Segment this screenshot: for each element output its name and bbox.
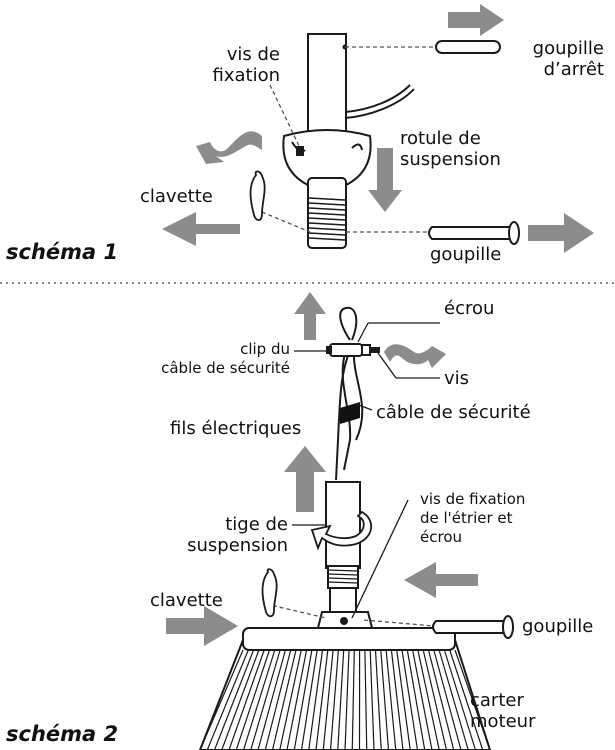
set-screw — [296, 146, 304, 156]
label-stop-pin-line2: d’arrêt — [543, 59, 604, 80]
stop-pin — [435, 40, 501, 54]
housing-rib — [417, 649, 440, 750]
housing-rib — [213, 649, 255, 750]
arrow-right-top — [448, 4, 504, 36]
arrow-up-top — [294, 292, 326, 340]
label-hanger-ball-line2: suspension — [400, 149, 501, 170]
housing-rib — [228, 649, 265, 750]
housing-rib — [443, 649, 477, 750]
arrow-down — [368, 148, 402, 212]
housing-rib — [390, 649, 404, 750]
housing-rib — [385, 649, 397, 750]
hanger-ball — [282, 129, 372, 194]
label-electric-wires: fils électriques — [170, 418, 302, 439]
housing-rib — [401, 649, 419, 750]
housing-rib — [449, 649, 484, 750]
label-downrod: tige de suspension — [150, 514, 288, 556]
housing-rib — [322, 649, 334, 750]
housing-rib — [300, 649, 318, 750]
pin-2 — [432, 615, 514, 639]
label-stop-pin-line1: goupille — [532, 38, 604, 59]
label-cotter-pin-1: clavette — [140, 186, 213, 207]
arrow-left-right-side — [404, 562, 478, 598]
housing-rib — [427, 649, 455, 750]
label-yoke-screw: vis de fixation de l'étrier et écrou — [420, 490, 525, 547]
housing-rib — [433, 649, 462, 750]
housing-rib — [293, 649, 313, 750]
label-yoke-screw-line1: vis de fixation — [420, 490, 526, 508]
label-pin-2: goupille — [522, 616, 594, 637]
housing-rib — [351, 649, 355, 750]
housing-rib — [364, 649, 368, 750]
label-yoke-screw-line2: de l'étrier et — [420, 509, 513, 527]
housing-rib — [380, 649, 390, 750]
wire-connector — [340, 402, 360, 424]
housing-rib — [206, 649, 249, 750]
label-motor-housing-line2: moteur — [470, 711, 536, 732]
housing-rib — [374, 649, 382, 750]
downrod-2 — [325, 481, 361, 613]
housing-rib — [221, 649, 260, 750]
rotation-arrow — [310, 510, 372, 551]
label-motor-housing-line1: carter — [470, 690, 524, 711]
housing-rib — [308, 649, 324, 750]
arrow-left-bottom — [162, 212, 240, 246]
housing-rib — [250, 649, 281, 750]
label-downrod-line1: tige de — [225, 514, 288, 535]
housing-rib — [286, 649, 308, 750]
housing-rib — [279, 649, 302, 750]
label-screw: vis — [444, 368, 470, 389]
housing-rib — [454, 649, 490, 750]
housing-rib — [406, 649, 426, 750]
housing-rib — [344, 649, 350, 750]
label-motor-housing: carter moteur — [470, 690, 536, 732]
threaded-section — [307, 177, 347, 249]
label-pin-1: goupille — [430, 244, 502, 265]
housing-rib — [369, 649, 375, 750]
motor-housing — [198, 627, 492, 750]
housing-rib — [315, 649, 329, 750]
label-downrod-line2: suspension — [187, 535, 288, 556]
arrow-right-left-side — [166, 606, 238, 646]
label-set-screw-line1: vis de — [226, 44, 280, 65]
housing-rib — [200, 649, 244, 750]
label-yoke-screw-line3: écrou — [420, 528, 462, 546]
label-set-screw-line2: fixation — [212, 65, 281, 86]
housing-rib — [422, 649, 448, 750]
housing-rib — [412, 649, 433, 750]
label-set-screw: vis de fixation — [170, 44, 281, 86]
pin-1 — [428, 221, 520, 245]
housing-rib — [264, 649, 292, 750]
housing-rib — [271, 649, 297, 750]
housing-rib — [257, 649, 286, 750]
label-hanger-ball-line1: rotule de — [400, 128, 481, 149]
arrow-curve-left — [196, 131, 262, 164]
cotter-pin-1 — [249, 170, 266, 222]
label-cable-clip-line2: câble de sécurité — [161, 359, 290, 377]
housing-rib — [242, 649, 276, 750]
label-hanger-ball: rotule de suspension — [400, 128, 501, 170]
label-stop-pin: goupille d’arrêt — [500, 38, 604, 80]
housing-rib — [235, 649, 271, 750]
cable-clip — [326, 343, 380, 357]
label-nut: écrou — [444, 298, 495, 319]
schema-2-title: schéma 2 — [6, 722, 119, 746]
wire-1 — [344, 84, 411, 113]
label-cotter-pin-2: clavette — [150, 590, 223, 611]
label-cable-clip: clip du câble de sécurité — [120, 340, 290, 378]
label-cable-clip-line1: clip du — [240, 340, 290, 358]
housing-rib — [396, 649, 411, 750]
housing-rib — [329, 649, 339, 750]
label-safety-cable: câble de sécurité — [376, 402, 531, 423]
cotter-pin-2 — [261, 568, 278, 618]
arrow-right-bottom — [528, 213, 594, 253]
arrow-up-mid — [284, 446, 326, 512]
safety-cable — [335, 306, 364, 481]
arrow-curve-right — [384, 344, 446, 368]
housing-rib — [337, 649, 345, 750]
housing-rib — [438, 649, 469, 750]
schema-1-title: schéma 1 — [6, 240, 119, 264]
